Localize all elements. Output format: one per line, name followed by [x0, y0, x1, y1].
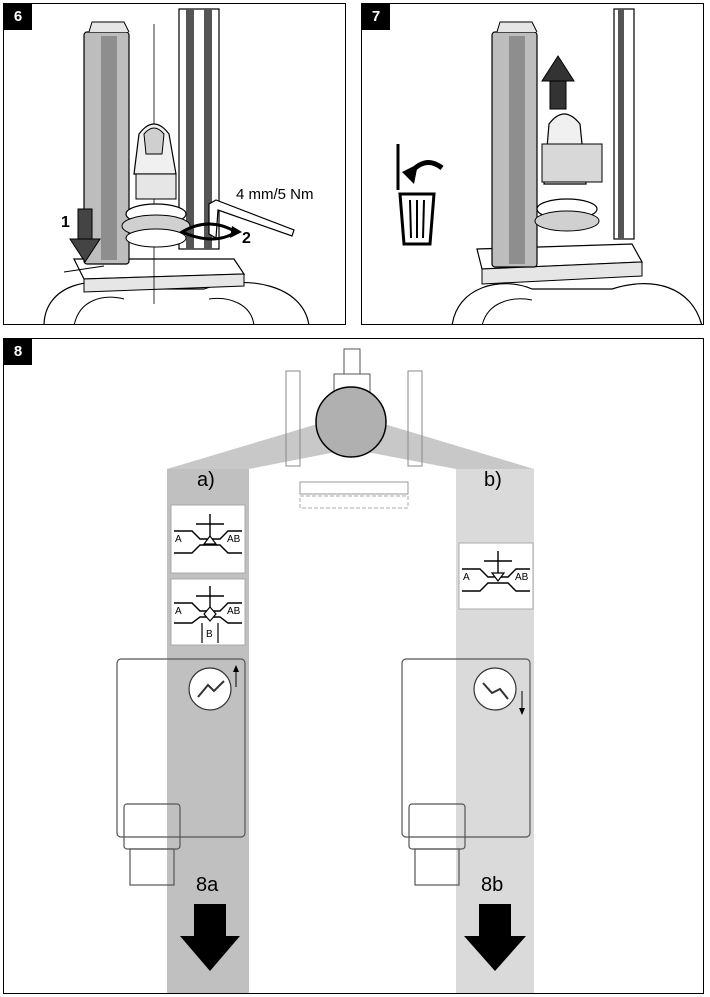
panel-8: 8 a) b) A AB A AB B A AB 8a 8b	[3, 338, 704, 994]
port-ab-label: AB	[227, 534, 241, 545]
result-8a-label: 8a	[196, 874, 219, 896]
panel-7: 7	[361, 3, 704, 325]
port-ab-label: AB	[227, 606, 241, 617]
panel-6-illustration	[43, 8, 310, 324]
port-ab-label: AB	[515, 572, 529, 583]
panel-number: 7	[362, 4, 390, 30]
result-8b-label: 8b	[481, 874, 504, 896]
panel-number: 6	[4, 4, 32, 30]
variant-a-label: a)	[197, 469, 215, 491]
panel-7-illustration	[396, 8, 702, 324]
step-2-label: 2	[242, 230, 251, 247]
step-1-label: 1	[61, 214, 70, 231]
panel-6: 6 1 2 4 mm/5 Nm	[3, 3, 346, 325]
port-a-label: A	[463, 572, 470, 583]
port-a-label: A	[175, 606, 182, 617]
torque-label: 4 mm/5 Nm	[236, 186, 314, 203]
port-a-label: A	[175, 534, 182, 545]
panel-8-illustration	[116, 348, 534, 993]
variant-b-label: b)	[484, 469, 502, 491]
panel-number: 8	[4, 339, 32, 365]
port-b-label: B	[206, 629, 213, 640]
